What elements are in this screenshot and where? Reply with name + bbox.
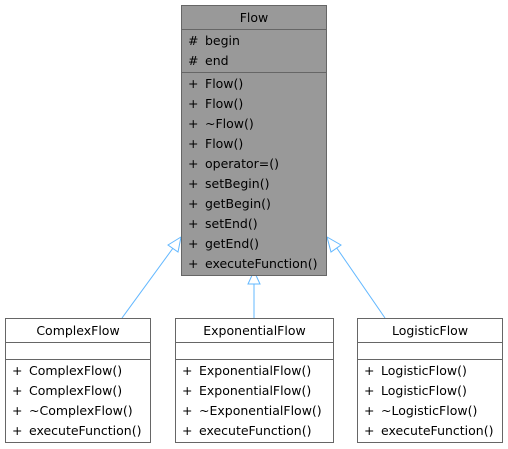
visibility-public: + [188, 196, 199, 211]
visibility-public: + [182, 423, 193, 438]
method-name: getEnd() [205, 236, 260, 251]
visibility-public: + [182, 363, 193, 378]
class-complexflow-methods: + ComplexFlow() + ComplexFlow() + ~ComplexF… [6, 360, 150, 442]
method-row: + executeFunction() [358, 421, 502, 441]
method-row: + ~ComplexFlow() [6, 401, 150, 421]
visibility-protected: # [188, 53, 199, 68]
attribute-row: # begin [182, 31, 326, 51]
method-row: + operator=() [182, 154, 326, 174]
method-row: + ~ExponentialFlow() [176, 401, 333, 421]
class-exponentialflow-methods: + ExponentialFlow() + ExponentialFlow() + ~… [176, 360, 333, 442]
method-name: ExponentialFlow() [199, 363, 312, 378]
method-name: setEnd() [205, 216, 258, 231]
class-flow-title: Flow [182, 6, 326, 30]
visibility-public: + [188, 116, 199, 131]
visibility-protected: # [188, 33, 199, 48]
method-row: + ComplexFlow() [6, 381, 150, 401]
class-complexflow-title: ComplexFlow [6, 319, 150, 343]
method-row: + executeFunction() [182, 254, 326, 274]
method-name: LogisticFlow() [381, 383, 467, 398]
method-name: ExponentialFlow() [199, 383, 312, 398]
method-row: + Flow() [182, 74, 326, 94]
method-name: ~LogisticFlow() [381, 403, 478, 418]
visibility-public: + [188, 136, 199, 151]
visibility-public: + [188, 96, 199, 111]
method-name: ~Flow() [205, 116, 254, 131]
method-row: + setBegin() [182, 174, 326, 194]
method-row: + getBegin() [182, 194, 326, 214]
class-logisticflow-methods: + LogisticFlow() + LogisticFlow() + ~Logist… [358, 360, 502, 442]
method-row: + Flow() [182, 134, 326, 154]
method-name: ComplexFlow() [29, 363, 123, 378]
visibility-public: + [364, 423, 375, 438]
visibility-public: + [188, 176, 199, 191]
class-complexflow-attributes [6, 343, 150, 360]
class-flow-methods: + Flow() + Flow() + ~Flow() + Flow() + operat… [182, 73, 326, 275]
method-name: ComplexFlow() [29, 383, 123, 398]
method-name: operator=() [205, 156, 279, 171]
method-name: ~ExponentialFlow() [199, 403, 322, 418]
class-logisticflow-title: LogisticFlow [358, 319, 502, 343]
method-name: executeFunction() [199, 423, 312, 438]
method-row: + ~LogisticFlow() [358, 401, 502, 421]
method-row: + setEnd() [182, 214, 326, 234]
visibility-public: + [188, 256, 199, 271]
class-exponentialflow[interactable]: ExponentialFlow + ExponentialFlow() + Expo… [175, 318, 334, 443]
edge-arrowhead-logisticflow [326, 235, 342, 253]
method-name: ~ComplexFlow() [29, 403, 133, 418]
method-row: + ~Flow() [182, 114, 326, 134]
attribute-row: # end [182, 51, 326, 71]
method-name: executeFunction() [29, 423, 142, 438]
class-logisticflow[interactable]: LogisticFlow + LogisticFlow() + LogisticFl… [357, 318, 503, 443]
method-row: + getEnd() [182, 234, 326, 254]
class-flow[interactable]: Flow # begin # end + Flow() + Flow() + ~Flow(… [181, 5, 327, 276]
edge-complexflow-to-flow [121, 243, 177, 319]
visibility-public: + [188, 236, 199, 251]
visibility-public: + [12, 423, 23, 438]
method-name: Flow() [205, 76, 244, 91]
method-row: + ComplexFlow() [6, 361, 150, 381]
class-flow-attributes: # begin # end [182, 30, 326, 73]
method-row: + Flow() [182, 94, 326, 114]
edge-arrowhead-exponentialflow [247, 269, 261, 285]
edge-logisticflow-to-flow [333, 243, 386, 319]
attribute-name: end [205, 53, 229, 68]
method-name: executeFunction() [381, 423, 494, 438]
method-name: executeFunction() [205, 256, 318, 271]
visibility-public: + [188, 76, 199, 91]
class-complexflow[interactable]: ComplexFlow + ComplexFlow() + ComplexFlow(… [5, 318, 151, 443]
method-row: + LogisticFlow() [358, 361, 502, 381]
visibility-public: + [188, 216, 199, 231]
class-exponentialflow-title: ExponentialFlow [176, 319, 333, 343]
visibility-public: + [364, 403, 375, 418]
visibility-public: + [364, 363, 375, 378]
attribute-name: begin [205, 33, 240, 48]
method-row: + executeFunction() [176, 421, 333, 441]
method-row: + ExponentialFlow() [176, 361, 333, 381]
visibility-public: + [364, 383, 375, 398]
method-row: + LogisticFlow() [358, 381, 502, 401]
method-row: + executeFunction() [6, 421, 150, 441]
class-exponentialflow-attributes [176, 343, 333, 360]
visibility-public: + [12, 403, 23, 418]
method-name: getBegin() [205, 196, 271, 211]
method-name: Flow() [205, 96, 244, 111]
class-logisticflow-attributes [358, 343, 502, 360]
method-row: + ExponentialFlow() [176, 381, 333, 401]
visibility-public: + [182, 383, 193, 398]
method-name: Flow() [205, 136, 244, 151]
visibility-public: + [182, 403, 193, 418]
visibility-public: + [12, 383, 23, 398]
edge-arrowhead-complexflow [167, 235, 182, 253]
method-name: setBegin() [205, 176, 270, 191]
method-name: LogisticFlow() [381, 363, 467, 378]
visibility-public: + [12, 363, 23, 378]
visibility-public: + [188, 156, 199, 171]
